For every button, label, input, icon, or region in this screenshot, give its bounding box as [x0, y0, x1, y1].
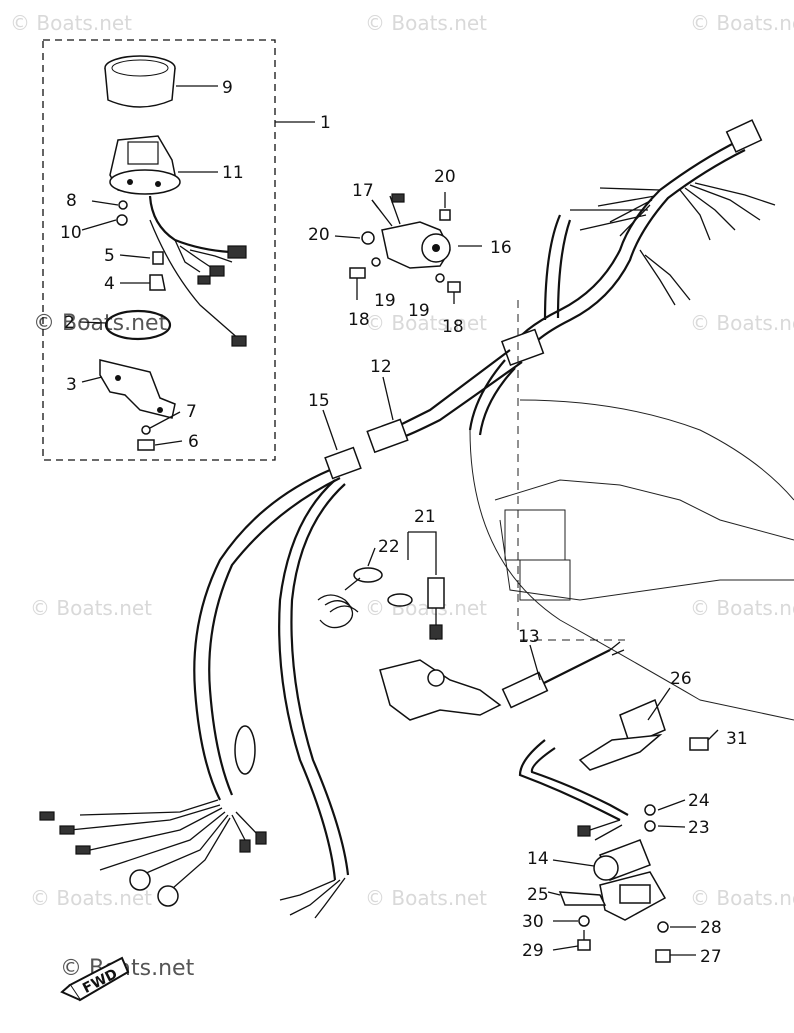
callout-18a: 18	[348, 310, 370, 330]
gauge-body	[109, 135, 247, 347]
watermark-text: © Boats.net	[365, 311, 487, 335]
callout-1: 1	[320, 113, 331, 133]
callout-18b: 18	[442, 317, 464, 337]
callout-4: 4	[104, 274, 115, 294]
callout-12: 12	[370, 357, 392, 377]
remote-cables	[39, 468, 350, 919]
relay-26	[578, 687, 719, 771]
engine-cowling	[469, 300, 794, 721]
callout-20a: 20	[434, 167, 456, 187]
callout-20b: 20	[308, 225, 330, 245]
watermark-text: © Boats.net	[10, 11, 132, 35]
watermark-text: © Boats.net	[365, 11, 487, 35]
callout-15: 15	[308, 391, 330, 411]
watermark-text: © Boats.net	[30, 886, 152, 910]
callout-6: 6	[188, 432, 199, 452]
callout-23: 23	[688, 818, 710, 838]
switch-panel-25	[547, 871, 667, 921]
forward-direction-arrow: FWD	[60, 956, 130, 1002]
callout-7: 7	[186, 402, 197, 422]
callout-31: 31	[726, 729, 748, 749]
watermark-text: © Boats.net	[690, 311, 794, 335]
callout-28: 28	[700, 918, 722, 938]
watermark-text: © Boats.net	[365, 596, 487, 620]
key-switch-harness	[518, 739, 686, 841]
watermark-text: © Boats.net	[365, 886, 487, 910]
watermark-text: © Boats.net	[690, 11, 794, 35]
watermark-text: © Boats.net	[690, 596, 794, 620]
callout-2: 2	[64, 313, 75, 333]
callout-16: 16	[490, 238, 512, 258]
callout-9: 9	[222, 78, 233, 98]
gauge-lens	[104, 55, 218, 108]
callout-13: 13	[518, 627, 540, 647]
lower-bracket	[379, 659, 502, 721]
callout-labels: 1 2 3 4 5 6 7 8 9 10 11 12 13 14 15 16 1…	[60, 78, 748, 967]
assembly-dashed-box	[42, 39, 276, 461]
gasket-ring	[104, 309, 172, 341]
connector-13	[501, 641, 625, 709]
callout-24: 24	[688, 791, 710, 811]
callout-10: 10	[60, 223, 82, 243]
callout-3: 3	[66, 375, 77, 395]
nut-washer	[137, 411, 183, 451]
watermark-text: © Boats.net	[30, 596, 152, 620]
kill-switch-lanyard	[317, 531, 445, 640]
watermark-text: © Boats.net	[690, 886, 794, 910]
panel-fasteners	[552, 915, 696, 963]
callout-11: 11	[222, 163, 244, 183]
callout-30: 30	[522, 912, 544, 932]
mounting-bracket	[81, 359, 176, 419]
callout-27: 27	[700, 947, 722, 967]
main-harness	[389, 119, 776, 440]
callout-26: 26	[670, 669, 692, 689]
harness-connectors	[322, 376, 409, 480]
callout-17: 17	[352, 181, 374, 201]
callout-5: 5	[104, 246, 115, 266]
callout-22: 22	[378, 537, 400, 557]
overlay-watermark: © Boats.net	[33, 311, 168, 336]
callout-19b: 19	[408, 301, 430, 321]
callout-21: 21	[414, 507, 436, 527]
callout-8: 8	[66, 191, 77, 211]
callout-19a: 19	[374, 291, 396, 311]
callout-25: 25	[527, 885, 549, 905]
key-switch-14	[552, 839, 651, 881]
switch-assembly	[334, 192, 482, 304]
small-hardware	[81, 200, 166, 291]
watermark-layer: © Boats.net © Boats.net © Boats.net © Bo…	[10, 11, 794, 981]
callout-14: 14	[527, 849, 549, 869]
callout-29: 29	[522, 941, 544, 961]
